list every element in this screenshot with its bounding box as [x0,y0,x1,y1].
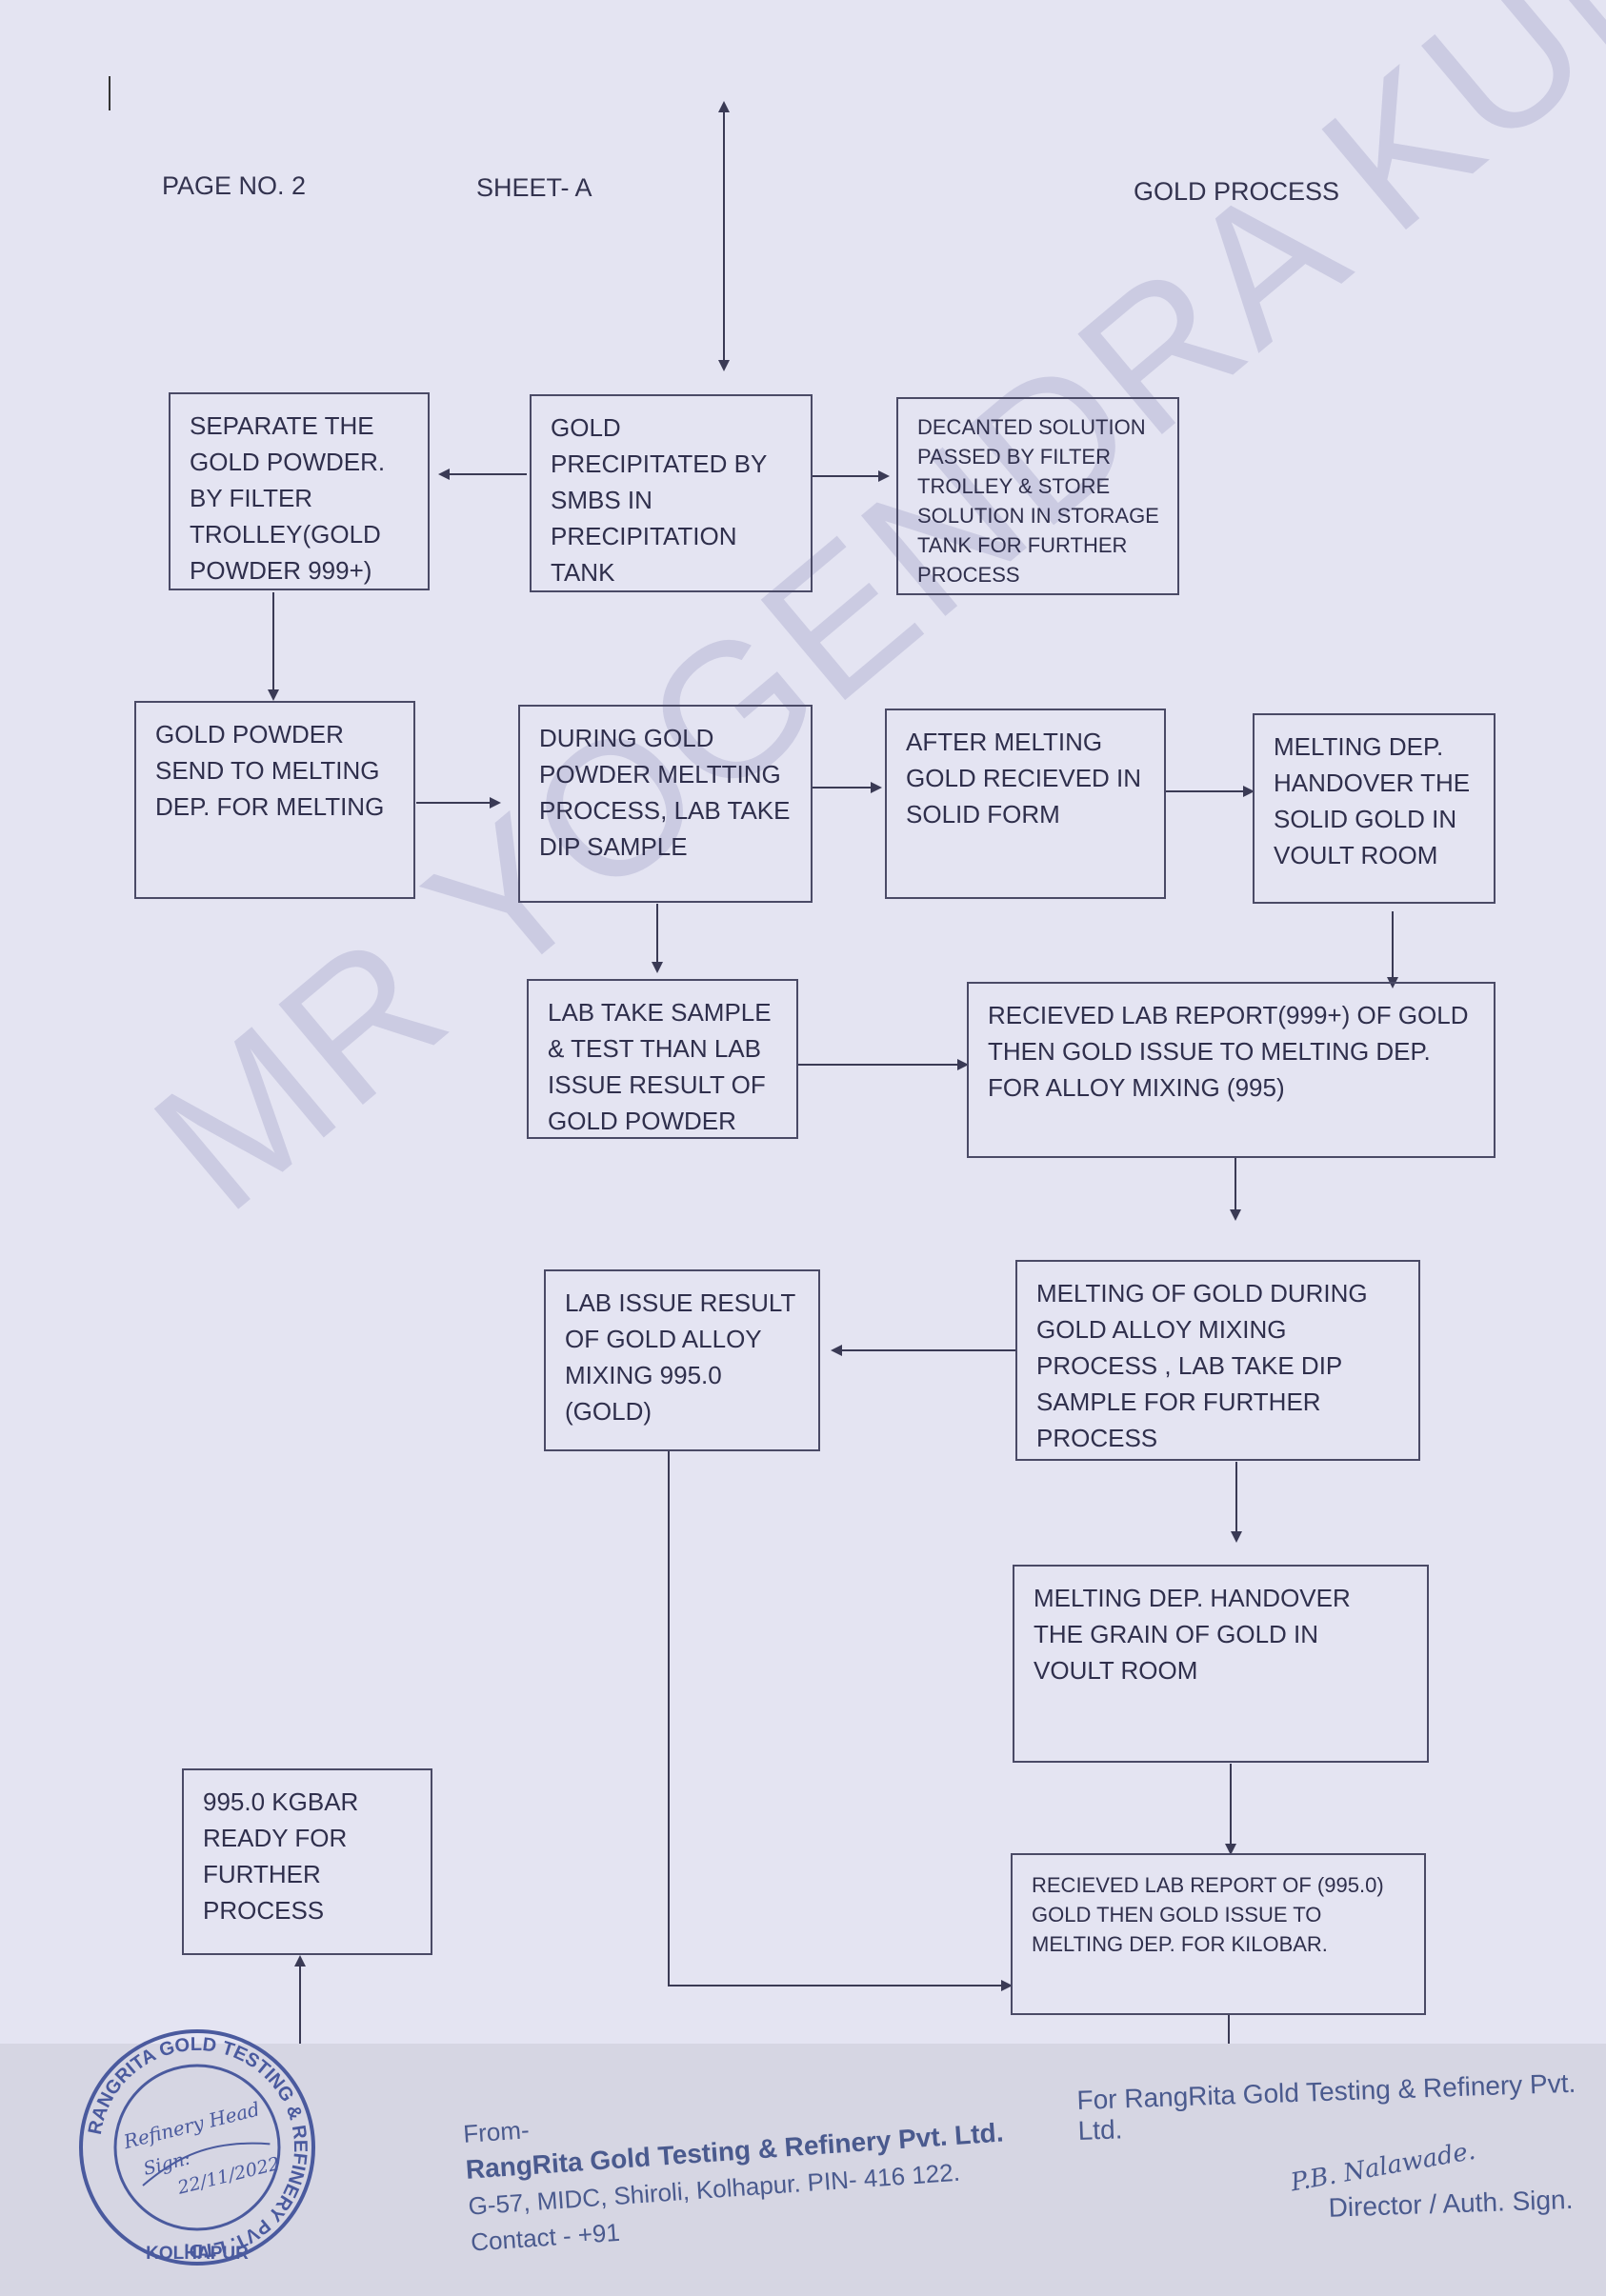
box-gold-precipitated: GOLD PRECIPITATED BY SMBS IN PRECIPITATI… [530,394,813,592]
page-number: PAGE NO. 2 [162,171,307,200]
footer-band [0,2044,1606,2296]
box-received-lab-report-999: RECIEVED LAB REPORT(999+) OF GOLD THEN G… [967,982,1496,1158]
box-gold-powder-send-melting: GOLD POWDER SEND TO MELTING DEP. FOR MEL… [134,701,415,899]
box-handover-grain-of-gold: MELTING DEP. HANDOVER THE GRAIN OF GOLD … [1013,1565,1429,1763]
box-after-melting: AFTER MELTING GOLD RECIEVED IN SOLID FOR… [885,709,1166,899]
svg-text:Refinery Head: Refinery Head [120,2097,262,2153]
sheet-label: SHEET- A [476,173,592,202]
box-separate-gold-powder: SEPARATE THE GOLD POWDER. BY FILTER TROL… [169,392,430,590]
svg-text:RANGRITA GOLD TESTING & REFINE: RANGRITA GOLD TESTING & REFINERY PVT. LT… [85,2034,311,2261]
box-lab-take-sample: LAB TAKE SAMPLE & TEST THAN LAB ISSUE RE… [527,979,798,1139]
box-995-kgbar-ready: 995.0 KGBAR READY FOR FURTHER PROCESS [182,1768,432,1955]
box-lab-issue-result-995: LAB ISSUE RESULT OF GOLD ALLOY MIXING 99… [544,1269,820,1451]
company-stamp-seal: RANGRITA GOLD TESTING & REFINERY PVT. LT… [79,2029,315,2266]
margin-mark [109,76,110,110]
box-decanted-solution: DECANTED SOLUTION PASSED BY FILTER TROLL… [896,397,1179,595]
document-title: GOLD PROCESS [1134,177,1340,206]
box-during-gold-powder-melting: DURING GOLD POWDER MELTTING PROCESS, LAB… [518,705,813,903]
signature-block: For RangRita Gold Testing & Refinery Pvt… [1076,2067,1606,2232]
box-handover-solid-gold: MELTING DEP. HANDOVER THE SOLID GOLD IN … [1253,713,1496,904]
svg-text:KOLHAPUR: KOLHAPUR [146,2244,249,2264]
box-received-lab-report-995: RECIEVED LAB REPORT OF (995.0) GOLD THEN… [1011,1853,1426,2015]
box-melting-gold-alloy-mixing: MELTING OF GOLD DURING GOLD ALLOY MIXING… [1015,1260,1420,1461]
arrow-lab-issue-to-lab-report-995 [668,1451,1013,1991]
svg-text:Sign:: Sign: [141,2147,192,2179]
